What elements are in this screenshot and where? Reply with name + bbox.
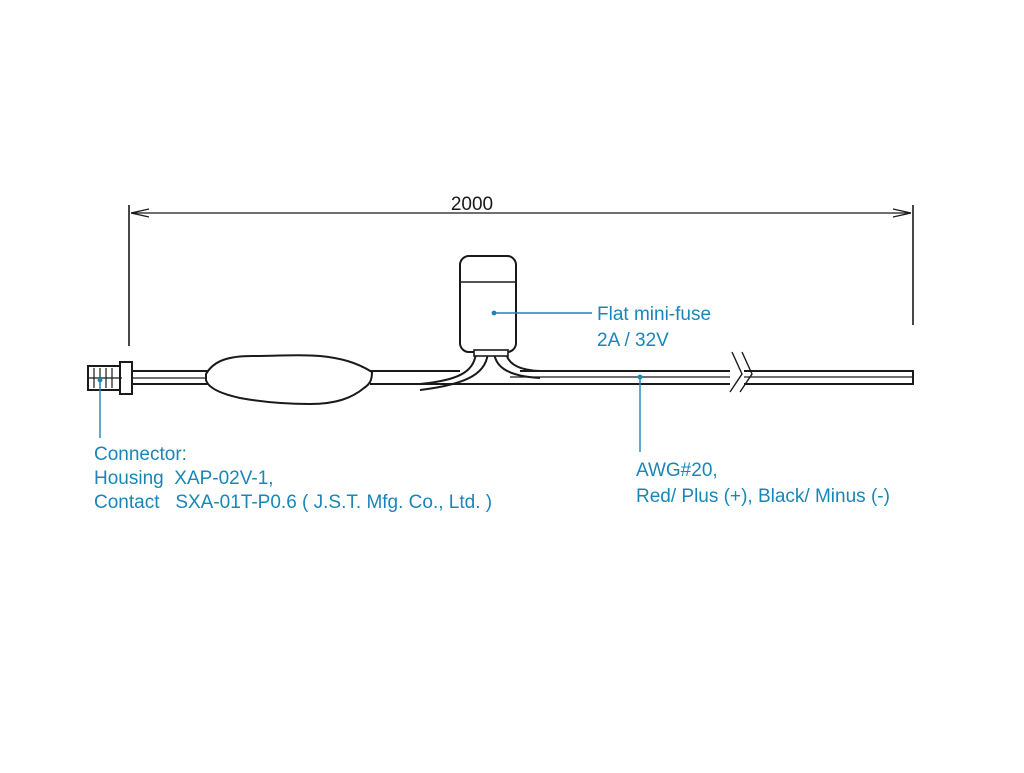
dimension-value: 2000 [451, 194, 493, 215]
dimension-arrow-left [130, 208, 150, 218]
callout-wire: AWG#20, Red/ Plus (+), Black/ Minus (-) [636, 374, 890, 507]
connector-label-line1: Connector: [94, 444, 187, 465]
fuse-label-line1: Flat mini-fuse [597, 304, 711, 325]
fuse-holder-body [459, 255, 517, 353]
inline-overmold [205, 354, 374, 406]
wire-label-line2: Red/ Plus (+), Black/ Minus (-) [636, 486, 890, 507]
fuse-label-line2: 2A / 32V [597, 330, 669, 351]
connector-label-line3: Contact SXA-01T-P0.6 ( J.S.T. Mfg. Co., … [94, 492, 492, 513]
fuse-holder [459, 255, 517, 357]
callout-connector: Connector: Housing XAP-02V-1, Contact SX… [94, 377, 492, 513]
wire-break-symbol [729, 351, 753, 393]
dimension-group: 2000 [128, 194, 914, 346]
fuse-holder-neck [473, 349, 509, 357]
wire-label-line1: AWG#20, [636, 460, 718, 481]
wire-right-section [480, 351, 914, 393]
connector-label-line2: Housing XAP-02V-1, [94, 468, 274, 489]
connector [87, 361, 133, 395]
callout-fuse: Flat mini-fuse 2A / 32V [491, 304, 711, 351]
dimension-arrow-right [892, 208, 912, 218]
fuse-branch-wire-right [505, 349, 541, 372]
